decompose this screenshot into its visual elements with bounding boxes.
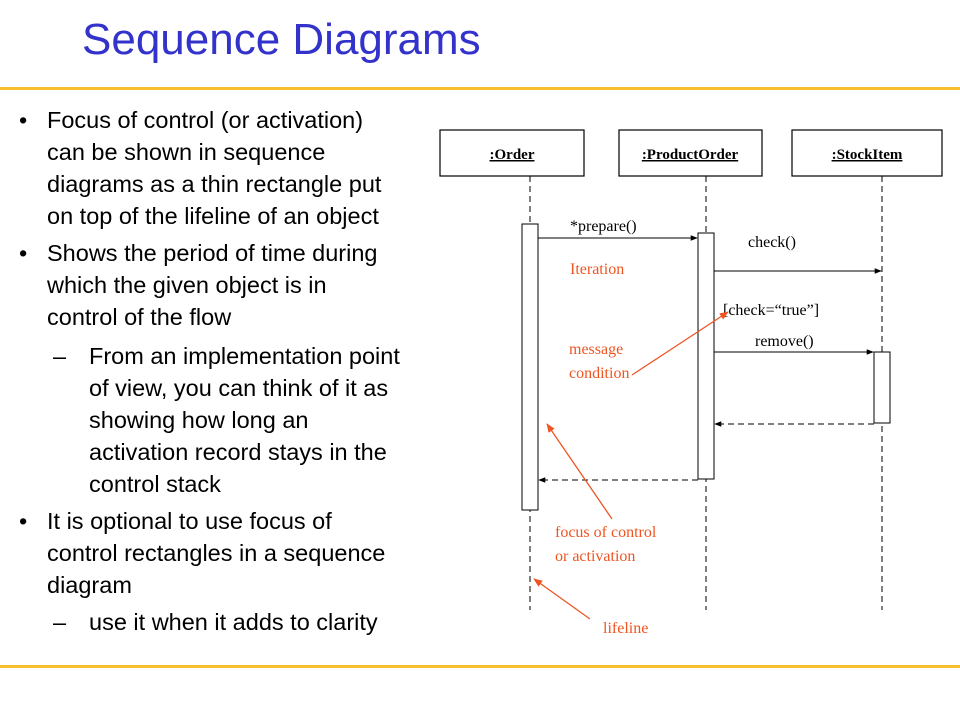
message-check-condition: [check=“true”] — [723, 302, 819, 319]
sub-bullet-marker: – — [53, 343, 67, 369]
annotation-focus-pointer — [546, 423, 613, 520]
bullet-line: on top of the lifeline of an object — [47, 203, 379, 229]
message-check-label: check() — [748, 234, 796, 251]
object-productorder-label: :ProductOrder — [642, 147, 739, 163]
message-prepare-label: *prepare() — [570, 218, 637, 235]
annotation-iteration: Iteration — [570, 261, 624, 278]
annotation-focus-line2: or activation — [555, 548, 635, 565]
bullet-line: control of the flow — [47, 304, 232, 330]
bullet-line: Focus of control (or activation) — [47, 107, 364, 133]
annotation-message-condition-line2: condition — [569, 365, 629, 382]
bullet-line: activation record stays in the — [89, 439, 387, 465]
annotation-focus-line1: focus of control — [555, 524, 657, 541]
footer-divider — [0, 665, 960, 668]
object-stockitem-label: :StockItem — [832, 147, 903, 163]
object-stockitem: :StockItem — [791, 129, 943, 177]
annotation-message-condition-pointer — [631, 311, 729, 376]
bullet-line: showing how long an — [89, 407, 309, 433]
object-order: :Order — [439, 129, 585, 177]
bullet-line: Shows the period of time during — [47, 240, 378, 266]
bullet-line: It is optional to use focus of — [47, 508, 332, 534]
bullet-line: diagrams as a thin rectangle put — [47, 171, 382, 197]
bullet-line: From an implementation point — [89, 343, 400, 369]
object-order-label: :Order — [490, 147, 535, 163]
bullet-item: • It is optional to use focus of control… — [19, 505, 386, 601]
activation-productorder — [697, 232, 715, 480]
annotation-message-condition-line1: message — [569, 341, 623, 358]
bullet-line: control rectangles in a sequence — [47, 540, 386, 566]
bullet-line: which the given object is in — [47, 272, 327, 298]
bullet-item: • Focus of control (or activation) can b… — [19, 104, 382, 232]
bullet-line: of view, you can think of it as — [89, 375, 389, 401]
bullet-marker: • — [19, 508, 28, 534]
annotation-lifeline-pointer — [533, 578, 591, 620]
activation-order — [521, 223, 539, 511]
bullet-line: use it when it adds to clarity — [89, 609, 378, 635]
annotation-lifeline: lifeline — [603, 620, 648, 637]
sub-bullet-item: – use it when it adds to clarity — [53, 606, 378, 638]
bullet-line: diagram — [47, 572, 132, 598]
bullet-list: • Focus of control (or activation) can b… — [0, 0, 460, 660]
title-divider — [0, 87, 960, 90]
bullet-marker: • — [19, 107, 28, 133]
message-remove-label: remove() — [755, 333, 814, 350]
bullet-marker: • — [19, 240, 28, 266]
object-productorder: :ProductOrder — [618, 129, 763, 177]
bullet-line: can be shown in sequence — [47, 139, 326, 165]
bullet-item: • Shows the period of time during which … — [19, 237, 378, 333]
slide-title: Sequence Diagrams — [82, 15, 481, 64]
activation-stockitem — [873, 351, 891, 424]
sub-bullet-item: – From an implementation point of view, … — [53, 340, 400, 500]
bullet-line: control stack — [89, 471, 221, 497]
sub-bullet-marker: – — [53, 609, 67, 635]
